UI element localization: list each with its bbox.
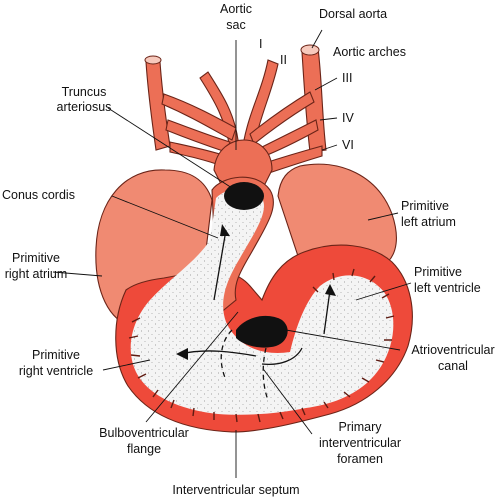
label-arch-4: IV (342, 111, 354, 125)
label-primitive-left-ventricle-line1: Primitive (414, 265, 462, 279)
aortic-sac-shape (213, 139, 273, 187)
label-bulboventricular-flange-line1: Bulboventricular (99, 426, 189, 440)
label-aortic-sac-line1: Aortic (220, 2, 252, 16)
label-primitive-left-atrium-line1: Primitive (401, 199, 449, 213)
label-primary-interventricular-foramen-line1: Primary (338, 420, 382, 434)
label-primitive-left-ventricle-line2: left ventricle (414, 281, 481, 295)
label-atrioventricular-canal-line1: Atrioventricular (411, 343, 494, 357)
label-primary-interventricular-foramen-line3: foramen (337, 452, 383, 466)
primitive-left-atrium-shape (277, 163, 397, 269)
aortic-arch-system (144, 44, 327, 187)
label-conus-cordis: Conus cordis (2, 188, 75, 202)
right-dorsal-aorta-opening (300, 44, 320, 56)
left-dorsal-aorta-opening (144, 55, 162, 65)
truncus-opening (224, 182, 264, 210)
label-arch-3: III (342, 71, 352, 85)
label-arch-1: I (259, 37, 262, 51)
label-aortic-arches: Aortic arches (333, 45, 406, 59)
label-primary-interventricular-foramen-line2: interventricular (319, 436, 401, 450)
label-primitive-right-ventricle-line2: right ventricle (19, 364, 93, 378)
leader-lines (52, 29, 412, 478)
label-primitive-right-atrium-line2: right atrium (5, 267, 68, 281)
label-truncus-arteriosus-line2: arteriosus (57, 100, 112, 114)
label-dorsal-aorta: Dorsal aorta (319, 7, 387, 21)
label-primitive-right-ventricle-line1: Primitive (32, 348, 80, 362)
label-primitive-left-atrium-line2: left atrium (401, 215, 456, 229)
atrioventricular-canal-opening (236, 315, 288, 348)
label-arch-6: VI (342, 138, 354, 152)
label-truncus-arteriosus-line1: Truncus (62, 85, 107, 99)
label-interventricular-septum: Interventricular septum (172, 483, 299, 497)
label-bulboventricular-flange-line2: flange (127, 442, 161, 456)
label-atrioventricular-canal-line2: canal (438, 359, 468, 373)
label-arch-2: II (280, 53, 287, 67)
label-aortic-sac-line2: sac (226, 18, 245, 32)
label-primitive-right-atrium-line1: Primitive (12, 251, 60, 265)
ventricular-lumen (128, 188, 395, 423)
